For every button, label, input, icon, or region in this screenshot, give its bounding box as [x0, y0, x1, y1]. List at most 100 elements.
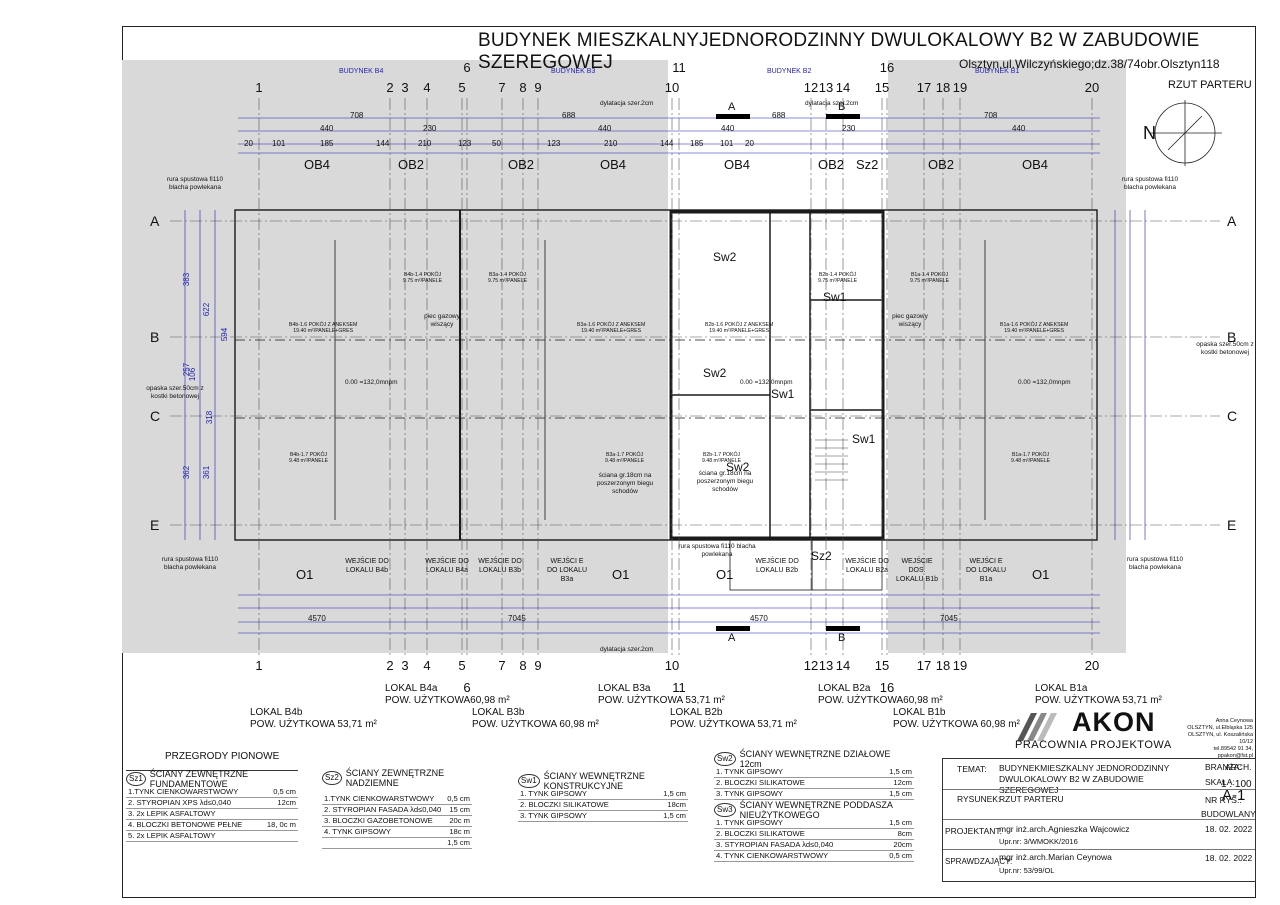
section-label-b-bottom: B	[838, 632, 846, 644]
side-dim-2: 594	[220, 327, 230, 342]
dim-top3-5: 123	[458, 139, 472, 148]
room-area: 9.75 m²/PANELE	[910, 278, 950, 284]
axis-bubble-bottom-8: 8	[519, 658, 527, 673]
axis-letter-left-A: A	[150, 213, 160, 229]
window-tag-bottom-0: O1	[296, 567, 314, 582]
unit-name: LOKAL B1a	[1035, 683, 1088, 694]
axis-bubble-top-17: 17	[916, 80, 932, 95]
note-opaska-right: opaska szer.50cm z kostki betonowej	[1196, 341, 1254, 356]
unit-area: POW. UŻYTKOWA 60,98 m²	[472, 719, 599, 730]
entrance-2: WEJŚCIE DO LOKALU B3b	[478, 558, 522, 574]
note-boiler-b1: piec gazowy wiszący	[892, 313, 928, 328]
axis-letter-right-E: E	[1227, 517, 1237, 533]
legend-sz1-title: ŚCIANY ZEWNĘTRZNE FUNDAMENTOWE	[149, 769, 249, 789]
window-tag-top-0: OB4	[304, 157, 331, 172]
tb-skala-label: SKALA:	[1205, 777, 1235, 787]
dim-bottom-3: 4570	[750, 614, 768, 623]
legend-sw1-title: ŚCIANY WEWNĘTRZNE KONSTRUKCYJNE	[543, 771, 645, 791]
room-area: 9.48 m²/PANELE	[289, 458, 329, 464]
window-tag-top-1: OB2	[398, 157, 425, 172]
legend-sw3-item: 4. TYNK CIENKOWARSTWOWY	[716, 851, 829, 860]
north-label: N	[1143, 123, 1156, 143]
section-label-a-bottom: A	[728, 632, 736, 644]
unit-area: POW. UŻYTKOWA60,98 m²	[385, 695, 510, 706]
axis-bubble-bottom-13: 13	[818, 658, 834, 673]
wall-tag-sw1-a: Sw1	[823, 290, 847, 304]
window-tag-top-7: OB2	[928, 157, 955, 172]
title-block: TEMAT: BUDYNEKMIESZKALNY JEDNORODZINNY D…	[942, 758, 1256, 882]
firm-addr1: OLSZTYN, ul.Elbląska 125	[1187, 725, 1253, 731]
section-label-a-top: A	[728, 101, 736, 113]
entrance-1: WEJŚCIE DO LOKALU B4a	[425, 558, 469, 574]
section-marks	[716, 114, 860, 631]
entrance-5: WEJŚCIE DO LOKALU B2a	[845, 558, 889, 574]
firm-name: AKON	[1072, 707, 1156, 737]
legend-sw1-item: 3. TYNK GIPSOWY	[520, 811, 587, 820]
axis-bubble-top-20: 20	[1084, 80, 1100, 95]
tb-projektant-upr: Upr.nr: 3/WMOKK/2016	[999, 837, 1078, 846]
dim-top2-1: 440	[320, 124, 334, 133]
axis-bubble-top-18: 18	[935, 80, 951, 95]
room-area: 19.40 m²/PANELE+GRES	[1004, 328, 1065, 334]
note-level-b1: 0.00 =132,0mnpm	[1018, 379, 1071, 386]
axis-letter-right-A: A	[1227, 213, 1237, 229]
tb-branza-label: BRANŻA:	[1205, 762, 1242, 772]
dim-top3-1: 101	[272, 139, 286, 148]
legend-sz2-title: ŚCIANY ZEWNĘTRZNE NADZIEMNE	[345, 768, 445, 788]
wall-tag-sw2-a: Sw2	[713, 250, 737, 264]
axis-bubble-bottom-18: 18	[935, 658, 951, 673]
dim-top-1: 708	[350, 111, 364, 120]
section-cut-b-bottom	[826, 626, 860, 631]
wall-tag-sw2-c: Sw2	[726, 460, 750, 474]
entrance-0: WEJŚCIE DO LOKALU B4b	[345, 558, 389, 574]
room-area: 19.40 m²/PANELE+GRES	[293, 328, 354, 334]
side-dim-4: 106	[188, 367, 198, 382]
window-tag-bottom-2: O1	[716, 567, 734, 582]
dim-top2-3: 440	[598, 124, 612, 133]
window-tag-top-3: OB4	[600, 157, 627, 172]
entrance-6: WEJŚCIE DOS. LOKALU B1b	[895, 558, 939, 583]
tag-sw2: Sw2	[714, 752, 736, 766]
axis-bubble-bottom-7: 7	[498, 658, 506, 673]
tb-projektant-date: 18. 02. 2022	[1205, 824, 1253, 834]
dim-top2-2: 230	[423, 124, 437, 133]
legend-sz2-value: 0,5 cm	[447, 794, 470, 803]
axis-bubble-bottom-11: 11	[672, 680, 686, 695]
axis-bubble-bottom-3: 3	[401, 658, 409, 673]
unit-area: POW. UŻYTKOWA 53,71 m²	[598, 695, 725, 706]
section-cut-b-top	[826, 114, 860, 119]
axis-bubble-top-19: 19	[952, 80, 968, 95]
axis-bubble-top-2: 2	[386, 80, 394, 95]
legend-sz1-row-4: 5. 2x LEPIK ASFALTOWY	[126, 831, 298, 842]
shade-left	[122, 60, 668, 653]
wall-tag-sw2-b: Sw2	[703, 366, 727, 380]
note-dilatation-bottom: dylatacja szer.2cm	[600, 646, 654, 653]
unit-name: LOKAL B2b	[670, 707, 723, 718]
outer-wall	[234, 209, 1098, 541]
room-name: B4b-1.7 POKÓJ	[289, 452, 328, 458]
dim-top3-2: 185	[320, 139, 334, 148]
legend-sw2-value: 12cm	[893, 778, 912, 787]
room-name: B2b-1.4 POKÓJ	[818, 272, 857, 278]
legend-sw3-value: 8cm	[897, 829, 912, 838]
legend-sw3-title: ŚCIANY WEWNĘTRZNE PODDASZA NIEUŻYTKOWEGO	[739, 800, 893, 820]
unit-name: LOKAL B1b	[893, 707, 946, 718]
sheet-name: RZUT PARTERU	[1168, 79, 1252, 91]
dim-top3-11: 101	[720, 139, 734, 148]
legend-sz2-value: 18c m	[449, 827, 470, 836]
dim-bottom-4: 7045	[940, 614, 958, 623]
note-downpipe-tr: rura spustowa fi110 blacha powlekana	[1121, 176, 1179, 191]
legend-sw2-value: 1,5 cm	[889, 767, 912, 776]
room-name: B3a-1.7 POKÓJ	[605, 452, 644, 458]
legend-sz1-value: 0,5 cm	[273, 787, 296, 796]
